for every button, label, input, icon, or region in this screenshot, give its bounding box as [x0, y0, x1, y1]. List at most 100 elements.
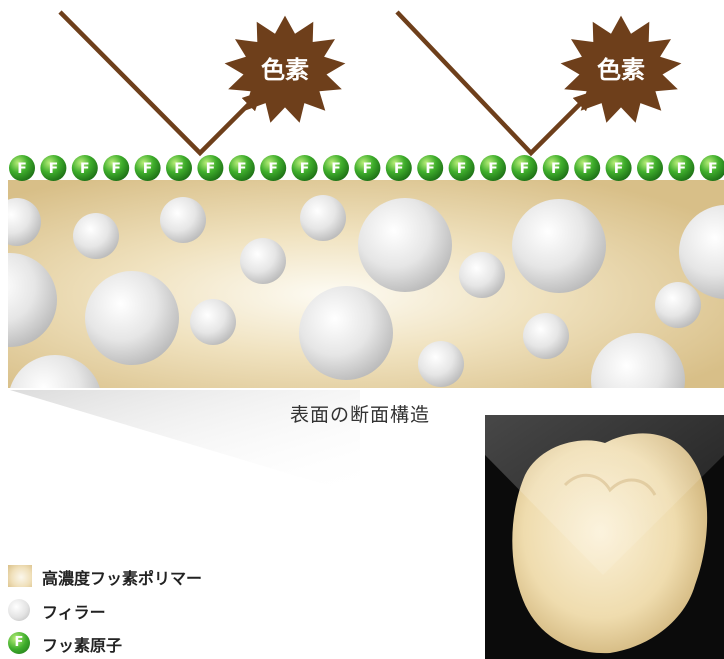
filler-particle [523, 313, 569, 359]
fluorine-atom-circle [197, 155, 224, 181]
fluorine-atom-circle [668, 155, 695, 181]
fluorine-atom: F [417, 155, 444, 181]
fluorine-atom-circle [323, 155, 349, 181]
fluorine-atom-label: F [394, 161, 404, 177]
filler-particle [679, 205, 724, 299]
fluorine-atom: F [480, 155, 506, 181]
fluorine-atom-label: F [143, 161, 153, 177]
fluorine-atom: F [385, 155, 412, 181]
filler-particle [459, 252, 505, 298]
pigment-burst: 色素 [224, 15, 346, 123]
fluorine-atom: F [9, 155, 35, 181]
filler-particle [512, 199, 606, 293]
fluorine-atom-label: F [551, 161, 561, 177]
fluorine-atom-circle [605, 155, 632, 181]
fluorine-atom-label: F [520, 161, 530, 177]
reflection-arrow [395, 10, 593, 157]
filler-particle [8, 198, 41, 246]
fluorine-atom-label: F [49, 161, 59, 177]
fluorine-atom-label: F [206, 161, 216, 177]
fluorine-atom: F [228, 155, 255, 181]
polymer-swatch [8, 565, 32, 587]
fluorine-atom-circle [291, 155, 318, 181]
fluorine-atom: F [166, 155, 192, 181]
legend-label: フィラー [42, 603, 106, 622]
fluorine-atom: F [699, 155, 724, 181]
fluorine-atom-circle [166, 155, 192, 181]
filler-particle [418, 341, 464, 387]
fluorine-atom-circle [134, 155, 161, 181]
fluorine-atom-label: F [80, 161, 90, 177]
pigment-burst: 色素 [560, 15, 682, 123]
fluorine-atom-label: F [363, 161, 373, 177]
fluorine-atom-label: F [174, 161, 184, 177]
fluorine-atom: F [40, 155, 67, 181]
filler-particle [85, 271, 179, 365]
legend-item-filler: フィラー [8, 597, 308, 623]
fluorine-atom-circle [228, 155, 255, 181]
filler-particle [300, 195, 346, 241]
fluorine-atom: F [323, 155, 349, 181]
fluorine-atom-circle [542, 155, 569, 181]
burst-label: 色素 [597, 56, 645, 84]
fluorine-atom: F [291, 155, 318, 181]
legend-label: フッ素原子 [42, 636, 123, 655]
filler-particle [358, 198, 452, 292]
filler-particle [190, 299, 236, 345]
fluorine-atom: F [103, 155, 130, 181]
fluorine-atom: F [354, 155, 381, 181]
fluorine-atom-circle [103, 155, 130, 181]
cutaway-plane [485, 415, 724, 575]
fluorine-atom-icon: F [8, 632, 30, 654]
fluorine-atom-label: F [425, 161, 435, 177]
legend-item-polymer: 高濃度フッ素ポリマー [8, 563, 308, 589]
fluorine-atom: F [197, 155, 224, 181]
fluorine-atom-label: F [457, 161, 467, 177]
fluorine-atom-circle [637, 155, 663, 181]
fluorine-atom: F [134, 155, 161, 181]
fluorine-atom-circle [260, 155, 287, 181]
fluorine-atom: F [668, 155, 695, 181]
fluorine-atom-label: F [488, 161, 498, 177]
cross-section-caption: 表面の断面構造 [290, 404, 431, 426]
fluorine-atom-label: F [268, 161, 278, 177]
fluorine-atom-label: F [645, 161, 655, 177]
light-arrows [58, 10, 593, 157]
fluorine-atom-circle [511, 155, 538, 181]
fluorine-atom-label: F [708, 161, 718, 177]
filler-particle [655, 282, 701, 328]
fluorine-atom-circle [71, 155, 98, 181]
fluorine-atom: F [574, 155, 601, 181]
filler-particle [299, 286, 393, 380]
fluorine-atom-label: F [300, 161, 310, 177]
filler-particle [73, 213, 119, 259]
fluorine-atom-label: F [677, 161, 687, 177]
fluorine-atom: F [605, 155, 632, 181]
fluorine-atom-circle [574, 155, 601, 181]
fluorine-atom: F [542, 155, 569, 181]
fluorine-atom-circle [385, 155, 412, 181]
fluorine-atom: F [260, 155, 287, 181]
fluorine-atom: F [637, 155, 663, 181]
fluorine-atom: F [448, 155, 475, 181]
reflection-arrow [58, 10, 262, 157]
filler-particle [591, 333, 685, 388]
filler-particles [8, 195, 724, 388]
fluorine-atom-circle [9, 155, 35, 181]
fluorine-atom: F [71, 155, 98, 181]
tooth-image [485, 415, 724, 654]
fluorine-atom-circle [417, 155, 444, 181]
filler-swatch [8, 599, 30, 621]
fluorine-atom-label: F [582, 161, 592, 177]
filler-particle [10, 355, 100, 388]
fluorine-atom-circle [354, 155, 381, 181]
fluorine-atom-circle [699, 155, 724, 181]
tooth-photo [485, 415, 724, 659]
fluorine-atom: F [511, 155, 538, 181]
burst-shape [224, 15, 346, 123]
fluorine-atom-circle [40, 155, 67, 181]
fluorine-atom-circle [448, 155, 475, 181]
fluorine-atom-label: F [614, 161, 624, 177]
